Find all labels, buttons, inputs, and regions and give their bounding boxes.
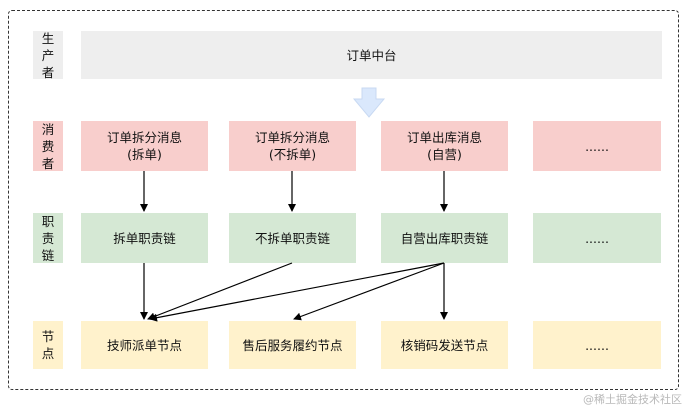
chain-box-split: 拆单职责链 [81,213,208,263]
row-label-char: 点 [41,346,55,361]
arrow-outbound-to-aftersales [293,262,445,321]
row-label-char: 链 [41,247,55,263]
outer-dashed-frame [8,10,679,390]
row-label-producer: 生 产 者 [33,30,63,80]
consumer-box-nosplit: 订单拆分消息 (不拆单) [229,121,356,171]
consumer-box-split: 订单拆分消息 (拆单) [81,121,208,171]
row-label-char: 生 [41,30,55,46]
big-down-arrow-icon [352,87,386,118]
row-label-char: 职 [41,213,55,229]
row-label-char: 节 [41,329,55,344]
row-label-char: 产 [41,47,55,63]
node-box-technician: 技师派单节点 [81,321,208,369]
row-label-chain: 职 责 链 [33,213,63,263]
row-label-char: 责 [41,230,55,246]
watermark: @稀土掘金技术社区 [583,393,682,406]
arrow-outbound-to-technician [149,262,445,322]
arrow-nosplit-to-technician [147,262,293,321]
consumer-box-more: ...... [533,121,661,171]
chain-box-nosplit: 不拆单职责链 [229,213,356,263]
node-box-aftersales: 售后服务履约节点 [229,321,356,369]
row-label-char: 费 [41,138,55,154]
row-label-consumer: 消 费 者 [33,121,63,171]
row-label-char: 消 [41,121,55,137]
producer-box: 订单中台 [81,31,662,79]
row-label-char: 者 [41,64,55,80]
chain-box-outbound: 自营出库职责链 [381,213,508,263]
chain-box-more: ...... [533,213,661,263]
consumer-box-outbound: 订单出库消息 (自营) [381,121,508,171]
row-label-node: 节 点 [33,321,63,369]
node-box-more: ...... [533,321,661,369]
node-box-vouchercode: 核销码发送节点 [381,321,508,369]
row-label-char: 者 [41,155,55,171]
